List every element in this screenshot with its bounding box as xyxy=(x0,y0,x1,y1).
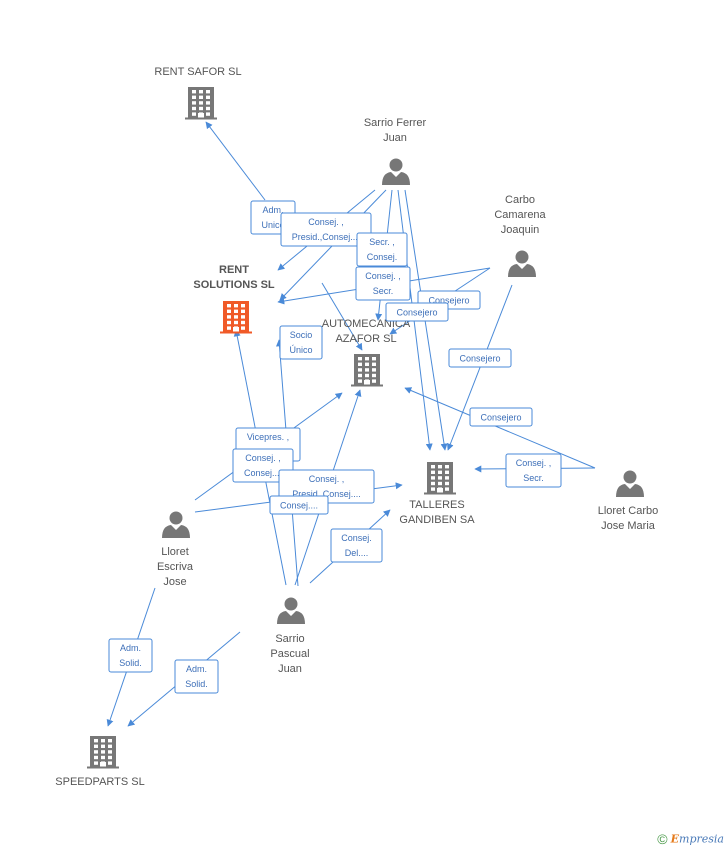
node-rent-safor[interactable]: RENT SAFOR SL xyxy=(154,66,242,120)
building-icon xyxy=(351,354,383,387)
edge-label-text: Del.... xyxy=(345,548,369,558)
edge-label-text: Adm. xyxy=(186,664,207,674)
nodes-layer: RENT SAFOR SL RENT SOLUTIONS SL AUTOMECANIC… xyxy=(55,66,658,788)
edge-label-text: Consej.... xyxy=(244,468,282,478)
building-icon xyxy=(220,301,252,334)
node-label: Juan xyxy=(278,663,302,675)
edge-label-l-consej-secr-1[interactable]: Consej. , Secr. xyxy=(355,266,411,301)
brand-logo: Empresia xyxy=(670,832,724,846)
node-speedparts[interactable]: SPEEDPARTS SL xyxy=(55,736,145,788)
edge-line-0 xyxy=(205,121,266,201)
node-label: Carbo xyxy=(505,194,535,206)
edge-label-l-secr-consej[interactable]: Secr. , Consej. xyxy=(356,232,408,267)
copyright-icon: © xyxy=(657,831,668,847)
person-icon xyxy=(508,250,536,277)
edge-label-l-consejero-2[interactable]: Consejero xyxy=(385,302,449,322)
edge-label-l-adm-solid-2[interactable]: Adm. Solid. xyxy=(174,659,219,694)
node-label: Jose Maria xyxy=(601,520,656,532)
edge-label-text: Adm. xyxy=(120,643,141,653)
edge-label-text: Adm. xyxy=(262,205,283,215)
node-label: Sarrio xyxy=(275,633,304,645)
node-label: AZAFOR SL xyxy=(335,333,396,345)
edge-label-text: Consej. , xyxy=(516,458,552,468)
node-label: Sarrio Ferrer xyxy=(364,117,427,129)
node-label: Lloret Carbo xyxy=(598,505,659,517)
footer-brand[interactable]: © Empresia xyxy=(657,831,724,847)
building-icon xyxy=(87,736,119,769)
person-icon xyxy=(616,470,644,497)
person-icon xyxy=(382,158,410,185)
edge-label-l-consej-secr-2[interactable]: Consej. , Secr. xyxy=(505,453,562,488)
node-label: Lloret xyxy=(161,546,189,558)
node-label: GANDIBEN SA xyxy=(399,514,475,526)
node-label: Camarena xyxy=(494,209,546,221)
node-talleres[interactable]: TALLERES GANDIBEN SA xyxy=(399,462,475,526)
edge-label-l-consej-small[interactable]: Consej.... xyxy=(269,495,329,515)
edge-label-text: Secr. xyxy=(373,286,394,296)
node-label: Pascual xyxy=(270,648,309,660)
edge-label-text: Consejero xyxy=(396,308,437,318)
edge-label-text: Consej. , xyxy=(309,474,345,484)
edge-label-text: Consej.... xyxy=(280,501,318,511)
node-label: RENT xyxy=(219,264,249,276)
edge-label-text: Presid.,Consej.... xyxy=(292,232,361,242)
edge-label-text: Socio xyxy=(290,330,313,340)
edge-label-text: Presid.,Consej.... xyxy=(292,489,361,499)
edge-label-l-consej-presid-1[interactable]: Consej. , Presid.,Consej.... xyxy=(280,212,372,247)
edge-label-text: Secr. , xyxy=(369,237,395,247)
edge-label-text: Consej. , xyxy=(308,217,344,227)
edge-label-text: Consejero xyxy=(428,296,469,306)
node-label: Jose xyxy=(163,576,186,588)
node-label: Joaquin xyxy=(501,224,540,236)
edge-label-text: Vicepres. , xyxy=(247,432,289,442)
edge-label-text: Consejero xyxy=(480,413,521,423)
node-label: Juan xyxy=(383,132,407,144)
edge-label-l-adm-solid-1[interactable]: Adm. Solid. xyxy=(108,638,153,673)
edge-label-text: Consej. xyxy=(367,252,398,262)
node-label: SOLUTIONS SL xyxy=(193,279,275,291)
edge-label-l-consej-consej[interactable]: Consej. , Consej.... xyxy=(232,448,294,483)
person-icon xyxy=(277,597,305,624)
edge-label-text: Consej. , xyxy=(365,271,401,281)
edge-label-text: Solid. xyxy=(119,658,142,668)
edge-label-text: Secr. xyxy=(523,473,544,483)
node-label: TALLERES xyxy=(409,499,464,511)
building-icon xyxy=(424,462,456,495)
node-label: Escriva xyxy=(157,561,194,573)
edge-label-text: Consej. , xyxy=(245,453,281,463)
edge-label-text: Consej. xyxy=(341,533,372,543)
edge-line-4 xyxy=(321,282,363,351)
edge-label-text: Unico xyxy=(261,220,284,230)
person-icon xyxy=(162,511,190,538)
edge-label-text: Solid. xyxy=(185,679,208,689)
edge-label-text: Consejero xyxy=(459,354,500,364)
edge-label-l-consejero-3[interactable]: Consejero xyxy=(448,348,512,368)
edge-label-l-consej-del[interactable]: Consej. Del.... xyxy=(330,528,383,563)
edge-line-10 xyxy=(404,387,596,469)
edge-label-l-consejero-4[interactable]: Consejero xyxy=(469,407,533,427)
building-icon xyxy=(185,87,217,120)
node-label: RENT SAFOR SL xyxy=(154,66,241,78)
edge-label-text: Único xyxy=(289,345,312,355)
node-label: SPEEDPARTS SL xyxy=(55,776,144,788)
node-rent-solutions[interactable]: RENT SOLUTIONS SL xyxy=(193,264,275,334)
